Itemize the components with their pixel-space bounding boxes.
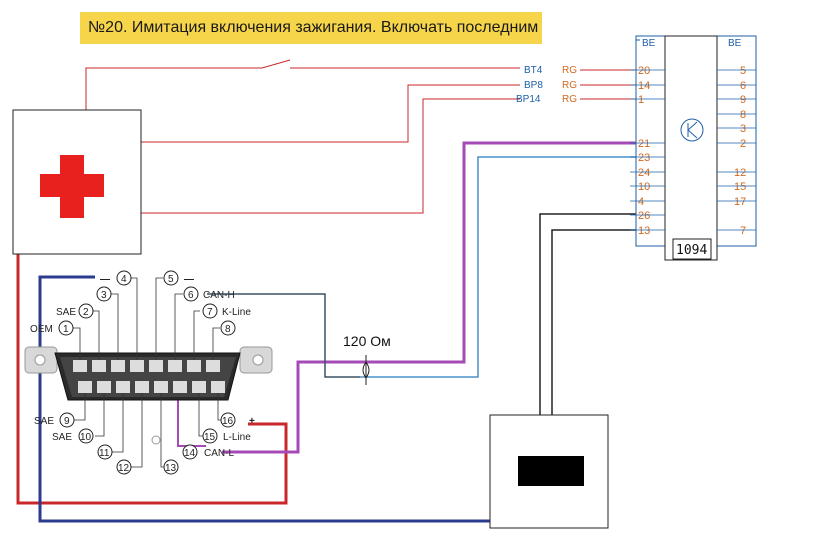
svg-text:CAN-L: CAN-L <box>204 448 234 459</box>
device-box <box>489 414 609 529</box>
obd-pin-7: 7 K-Line <box>202 303 251 319</box>
svg-text:5: 5 <box>740 65 746 77</box>
svg-text:8: 8 <box>225 324 231 335</box>
svg-text:BE: BE <box>642 38 656 49</box>
svg-text:4: 4 <box>638 196 644 208</box>
svg-text:—: — <box>184 274 194 285</box>
svg-text:6: 6 <box>188 290 194 301</box>
svg-text:2: 2 <box>740 138 746 150</box>
obd-pin-11: 11 <box>97 444 113 460</box>
svg-text:8: 8 <box>740 109 746 121</box>
svg-text:16: 16 <box>222 416 234 427</box>
obd-pin-15: 15 L-Line <box>202 428 251 444</box>
svg-text:6: 6 <box>740 80 746 92</box>
svg-text:—: — <box>100 274 110 285</box>
svg-text:BP8: BP8 <box>524 80 543 91</box>
svg-text:14: 14 <box>638 80 650 92</box>
svg-text:21: 21 <box>638 138 650 150</box>
module-left-pins: 20 14 1 21 23 24 10 4 26 13 <box>638 65 650 237</box>
obd-pin-5: 5 — <box>163 270 194 286</box>
connector-bp8: BP8 RG <box>524 80 577 91</box>
svg-text:14: 14 <box>184 448 196 459</box>
obd-pin-14: 14 CAN-L <box>182 444 234 460</box>
connector-bt4: BT4 RG <box>524 65 577 76</box>
can-l-obd-lead <box>177 390 206 447</box>
obd-pin-13: 13 <box>163 459 179 475</box>
svg-text:13: 13 <box>638 225 650 237</box>
svg-text:17: 17 <box>734 196 746 208</box>
transistor-icon <box>680 118 704 142</box>
svg-text:RG: RG <box>562 65 577 76</box>
bp8-wire <box>140 84 636 143</box>
bp14-wire <box>140 98 636 214</box>
svg-text:120 Ом: 120 Ом <box>343 333 391 349</box>
switch-icon <box>261 59 291 69</box>
svg-text:13: 13 <box>165 463 177 474</box>
svg-text:12: 12 <box>118 463 130 474</box>
svg-text:23: 23 <box>638 152 650 164</box>
can-h-wire <box>207 156 636 378</box>
ignition-switch-wire <box>85 59 636 110</box>
svg-text:BT4: BT4 <box>524 65 543 76</box>
svg-text:7: 7 <box>740 225 746 237</box>
svg-text:1: 1 <box>638 94 644 106</box>
red-cross-icon <box>40 155 104 218</box>
svg-text:15: 15 <box>734 181 746 193</box>
svg-text:SAE: SAE <box>34 416 54 427</box>
svg-text:OEM: OEM <box>30 324 53 335</box>
svg-text:3: 3 <box>740 123 746 135</box>
svg-text:1: 1 <box>63 324 69 335</box>
power-source-box <box>12 109 142 255</box>
obd-pin-8: 8 <box>220 320 236 336</box>
svg-text:12: 12 <box>734 167 746 179</box>
ground-wire <box>38 275 490 523</box>
obd-pin-10: SAE 10 <box>52 428 94 444</box>
svg-text:5: 5 <box>168 274 174 285</box>
power-wire <box>16 254 288 505</box>
obd-pin-12: 12 <box>116 459 132 475</box>
chip-label: 1094 <box>676 243 707 258</box>
connector-bp14: BP14 RG <box>516 94 577 105</box>
resistor-120-ohm: 120 Ом <box>343 333 391 385</box>
obd-pin-4: — 4 <box>100 270 132 286</box>
svg-text:11: 11 <box>99 448 110 459</box>
svg-text:2: 2 <box>83 307 89 318</box>
svg-text:26: 26 <box>638 210 650 222</box>
svg-text:K-Line: K-Line <box>222 307 251 318</box>
svg-text:4: 4 <box>121 274 127 285</box>
svg-text:SAE: SAE <box>56 307 76 318</box>
device-wire-13 <box>551 229 636 415</box>
obd-pin-3: 3 <box>96 286 112 302</box>
svg-text:RG: RG <box>562 94 577 105</box>
svg-text:10: 10 <box>80 432 92 443</box>
svg-text:L-Line: L-Line <box>223 432 251 443</box>
device-wire-26 <box>539 213 636 415</box>
svg-text:3: 3 <box>101 290 107 301</box>
svg-text:20: 20 <box>638 65 650 77</box>
can-l-wire <box>222 141 636 454</box>
svg-text:9: 9 <box>740 94 746 106</box>
obd-connector <box>24 277 273 468</box>
svg-text:9: 9 <box>64 416 70 427</box>
obd-pin-2: SAE 2 <box>56 303 94 319</box>
black-display <box>518 456 584 486</box>
ecu-module: BE BE 1094 20 14 1 21 23 24 10 4 26 13 5 <box>630 35 757 261</box>
svg-text:7: 7 <box>207 307 213 318</box>
svg-text:+: + <box>249 416 255 427</box>
diagram-title: №20. Имитация включения зажигания. Включ… <box>80 12 542 44</box>
obd-pin-9: SAE 9 <box>34 412 75 428</box>
obd-pin-6: 6 CAN-H <box>183 286 235 302</box>
svg-text:SAE: SAE <box>52 432 72 443</box>
svg-text:15: 15 <box>204 432 216 443</box>
svg-text:CAN-H: CAN-H <box>203 290 235 301</box>
svg-text:10: 10 <box>638 181 650 193</box>
svg-text:BE: BE <box>728 38 742 49</box>
obd-pin-16: 16 + <box>220 412 255 428</box>
module-right-pins: 5 6 9 8 3 2 12 15 17 7 <box>734 65 746 237</box>
svg-text:BP14: BP14 <box>516 94 541 105</box>
obd-pin-1: OEM 1 <box>30 320 74 336</box>
svg-text:24: 24 <box>638 167 650 179</box>
svg-text:RG: RG <box>562 80 577 91</box>
